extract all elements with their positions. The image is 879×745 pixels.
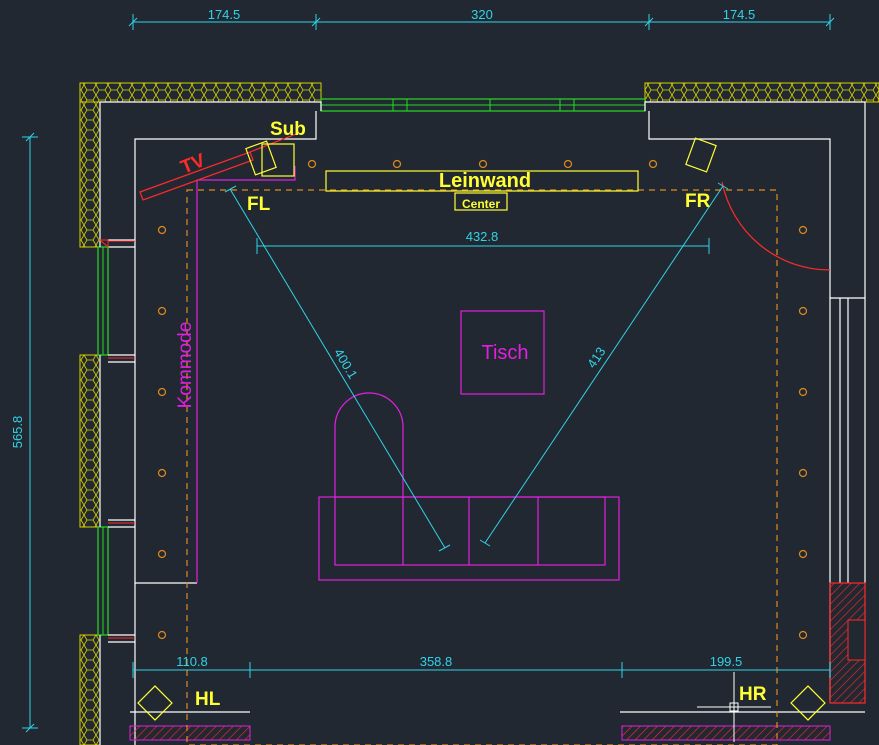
top-window bbox=[320, 98, 646, 112]
bottom-right-strip bbox=[621, 725, 831, 741]
room-outline bbox=[186, 189, 778, 745]
dim-top-right: 174.5 bbox=[723, 7, 756, 22]
dim-left-distance: 400.1 bbox=[331, 346, 361, 382]
tv-label: TV bbox=[178, 150, 209, 179]
table-label: Tisch bbox=[481, 342, 528, 364]
dim-top-left: 174.5 bbox=[208, 7, 241, 22]
dimension-labels: 174.5 320 174.5 565.8 110.8 358.8 199.5 … bbox=[10, 7, 755, 669]
left-windows bbox=[97, 246, 109, 636]
outer-wall-insulation bbox=[79, 82, 879, 745]
dim-top-middle: 320 bbox=[471, 7, 493, 22]
walls bbox=[99, 101, 866, 745]
rotated-square-icon bbox=[137, 685, 173, 721]
right-radiator bbox=[829, 582, 866, 704]
ceiling-lights bbox=[157, 159, 808, 640]
front-right-label: FR bbox=[685, 191, 711, 212]
cursor-crosshair-icon bbox=[697, 672, 771, 742]
center-label: Center bbox=[462, 197, 500, 211]
dresser-label: Kommode bbox=[175, 322, 196, 409]
dim-bottom-middle: 358.8 bbox=[420, 654, 453, 669]
front-left-label: FL bbox=[247, 194, 271, 215]
rear-right-label: HR bbox=[739, 684, 767, 705]
bottom-left-strip bbox=[129, 725, 251, 741]
rotated-square-icon bbox=[685, 137, 717, 173]
dim-left-height: 565.8 bbox=[10, 416, 25, 449]
dim-bottom-left: 110.8 bbox=[176, 654, 208, 669]
dim-bottom-right: 199.5 bbox=[710, 654, 743, 669]
rotated-square-icon bbox=[245, 140, 277, 176]
right-door-swing bbox=[721, 181, 831, 271]
rear-left-label: HL bbox=[195, 689, 221, 710]
screen-label: Leinwand bbox=[439, 170, 531, 192]
table bbox=[460, 310, 545, 395]
rotated-square-icon bbox=[790, 685, 826, 721]
subwoofer bbox=[261, 143, 295, 177]
dim-speaker-spread: 432.8 bbox=[466, 229, 499, 244]
dresser bbox=[196, 166, 296, 583]
dim-right-distance: 413 bbox=[584, 344, 609, 370]
sub-label: Sub bbox=[270, 119, 306, 140]
center-speaker bbox=[454, 192, 508, 211]
tv bbox=[139, 133, 297, 201]
projection-screen bbox=[325, 170, 639, 192]
dimension-lines bbox=[22, 14, 835, 733]
sofa bbox=[318, 392, 620, 581]
